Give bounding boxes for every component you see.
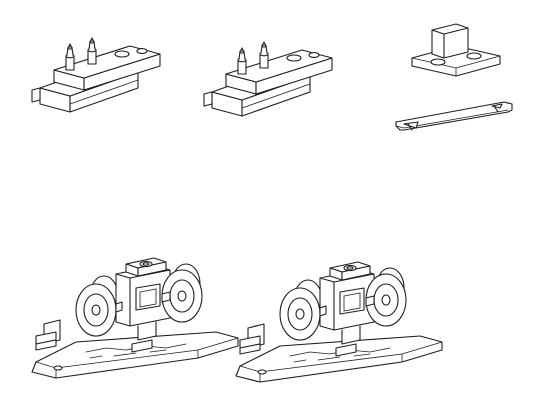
floor-guide [411,23,501,77]
guide-block-1 [31,37,161,113]
trolley-1 [31,257,239,379]
guide-block-2 [203,41,333,117]
trolley-2 [235,261,443,383]
spanner [395,101,513,131]
